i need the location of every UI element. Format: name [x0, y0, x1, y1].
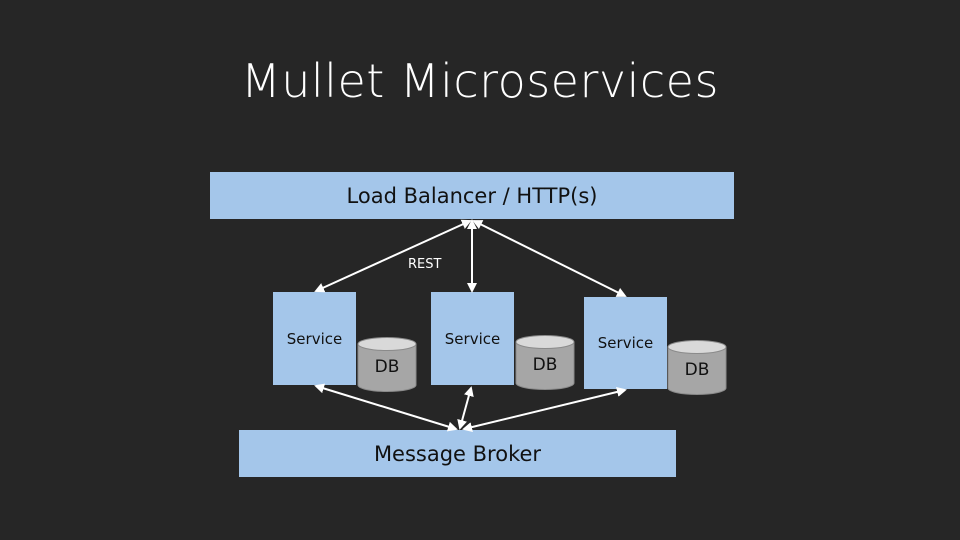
- arrow-service-2-broker: [457, 386, 474, 430]
- database-cylinder-3: DB: [667, 340, 727, 396]
- message-broker-label: Message Broker: [373, 441, 542, 466]
- arrow-service-3-broker: [462, 387, 627, 432]
- service-box-3: Service: [584, 297, 667, 389]
- load-balancer-box: Load Balancer / HTTP(s): [210, 172, 734, 219]
- slide-title: Mullet Microservices: [241, 54, 719, 108]
- service-label-2: Service: [444, 329, 501, 348]
- database-label-3: DB: [684, 360, 710, 380]
- arrow-lb-service-3: [472, 220, 627, 297]
- arrow-service-1-broker: [314, 383, 458, 432]
- service-label-1: Service: [286, 329, 343, 348]
- service-box-1: Service: [273, 292, 356, 385]
- database-cylinder-2: DB: [515, 335, 575, 391]
- database-label-1: DB: [374, 357, 400, 377]
- service-label-3: Service: [597, 334, 654, 352]
- load-balancer-label: Load Balancer / HTTP(s): [346, 183, 598, 208]
- service-box-2: Service: [431, 292, 514, 385]
- message-broker-box: Message Broker: [239, 430, 676, 477]
- database-label-2: DB: [532, 355, 558, 375]
- arrow-lb-service-1: [314, 219, 472, 293]
- database-cylinder-1: DB: [357, 337, 417, 393]
